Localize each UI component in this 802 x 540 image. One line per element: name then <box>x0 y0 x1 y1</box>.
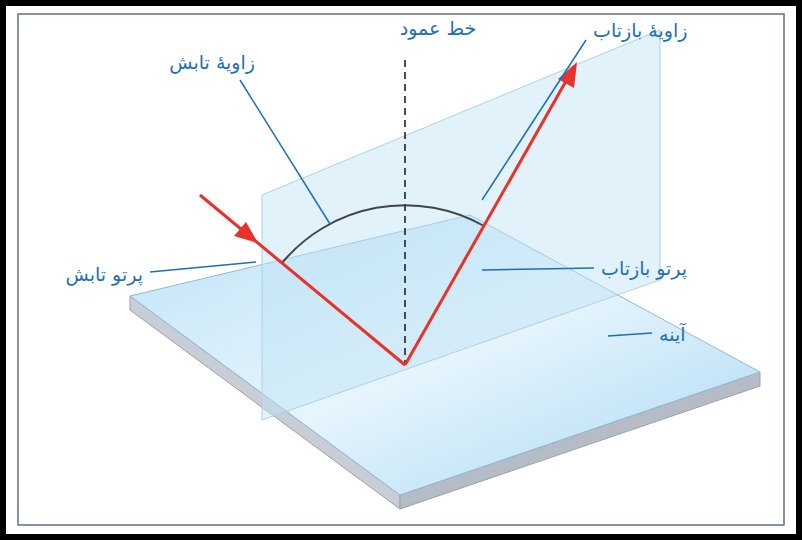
outer-frame <box>3 3 799 537</box>
part-label: آینه <box>656 322 689 347</box>
leader-line <box>482 40 586 200</box>
part-label: پرتو بازتاب <box>598 256 690 281</box>
normal-line <box>404 60 406 365</box>
part-label: خط عمود <box>397 16 479 41</box>
leader-line <box>150 262 256 272</box>
part-label: زاویهٔ تابش <box>166 50 258 75</box>
plane-of-incidence <box>262 30 660 420</box>
inner-frame <box>18 14 784 525</box>
part-label: زاویهٔ بازتاب <box>590 18 690 43</box>
ray-arrowhead <box>558 62 577 88</box>
leader-line <box>482 268 594 270</box>
leader-line <box>240 80 330 224</box>
leader-line <box>608 333 652 336</box>
angle-arc <box>282 205 484 263</box>
reflected-ray <box>405 74 570 365</box>
ray-arrowhead <box>234 222 258 243</box>
incident-ray <box>200 195 405 365</box>
part-label: پرتو تابش <box>62 262 146 287</box>
